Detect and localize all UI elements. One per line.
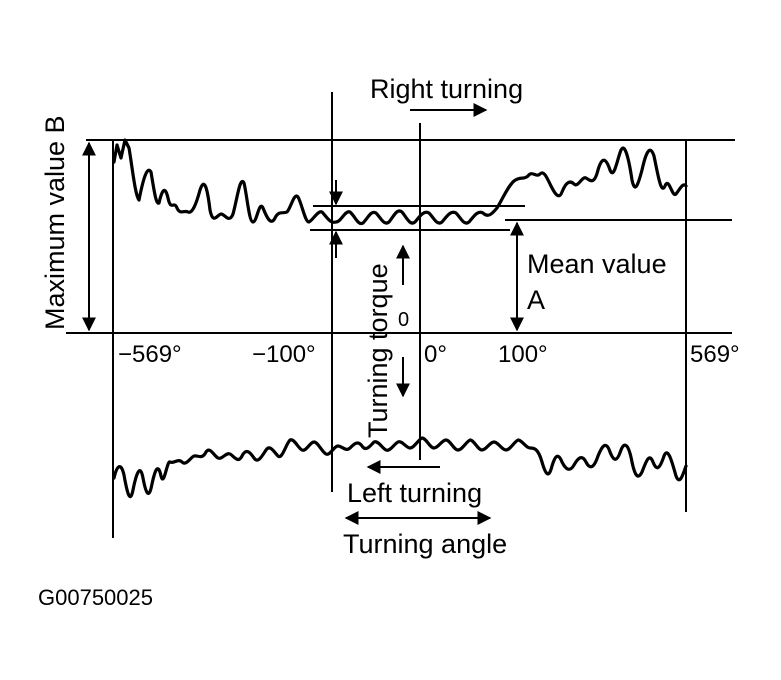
tick-neg-100: −100° (252, 341, 316, 368)
tick-zero: 0° (424, 341, 447, 368)
tick-pos-569: 569° (690, 341, 740, 368)
maximum-value-label: Maximum value B (40, 115, 70, 330)
right-turning-label: Right turning (370, 74, 523, 104)
zero-torque-label: 0 (398, 309, 409, 331)
mean-value-label: Mean value (527, 249, 667, 279)
mean-value-a-label: A (527, 285, 545, 315)
left-turning-label: Left turning (347, 478, 482, 508)
turning-torque-label: Turning torque (363, 263, 393, 438)
upper-torque-waveform (112, 138, 688, 226)
figure-code: G00750025 (38, 585, 153, 610)
lower-torque-waveform (112, 436, 688, 498)
tick-pos-100: 100° (498, 341, 548, 368)
tick-neg-569: −569° (118, 341, 182, 368)
turning-angle-label: Turning angle (343, 529, 507, 559)
